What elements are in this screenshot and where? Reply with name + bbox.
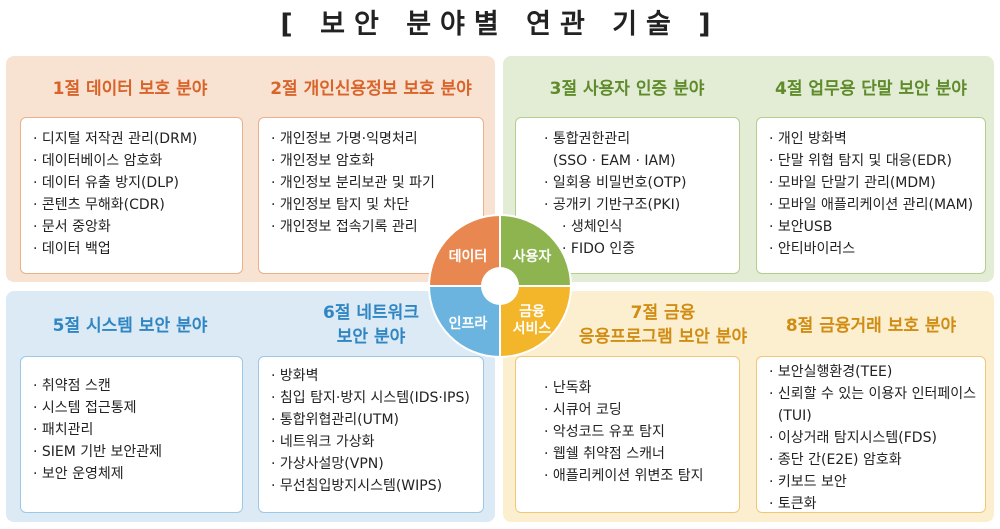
list-item: 시스템 접근통제 (33, 397, 234, 419)
section-1-title: 1절 데이터 보호 분야 (52, 79, 208, 99)
list-item: 악성코드 유포 탐지 (544, 421, 731, 443)
list-item: 개인정보 탐지 및 차단 (271, 194, 475, 216)
list-item: 문서 중앙화 (33, 216, 234, 238)
donut-segment-finance (500, 286, 570, 356)
list-item: 보안USB (769, 216, 977, 238)
list-item: 일회용 비밀번호(OTP) (544, 172, 731, 194)
list-item: 데이터 백업 (33, 238, 234, 260)
list-item: 침입 탐지·방지 시스템(IDS·IPS) (271, 387, 475, 409)
section-4-box: 개인 방화벽 단말 위협 탐지 및 대응(EDR) 모바일 단말기 관리(MDM… (756, 117, 986, 274)
section-2-title: 2절 개인신용정보 보호 분야 (270, 79, 472, 99)
list-item: 키보드 보안 (769, 471, 977, 493)
list-item: 통합위협관리(UTM) (271, 409, 475, 431)
donut-segment-data (430, 216, 500, 286)
list-item: 안티바이러스 (769, 238, 977, 260)
list-item: 네트워크 가상화 (271, 431, 475, 453)
section-8-box: 보안실행환경(TEE) 신뢰할 수 있는 이용자 인터페이스 (TUI) 이상거… (756, 356, 986, 513)
section-6-title-line2: 보안 분야 (336, 327, 406, 347)
list-item: 토큰화 (769, 493, 977, 515)
list-item: 패치관리 (33, 419, 234, 441)
section-7-title: 7절 금융 응용프로그램 보안 분야 (548, 301, 778, 349)
center-label-finance: 금융 서비스 (504, 304, 560, 338)
list-item: 웹쉘 취약점 스캐너 (544, 443, 731, 465)
list-item: 시큐어 코딩 (544, 399, 731, 421)
list-item: 공개키 기반구조(PKI) (544, 194, 731, 216)
center-label-finance-line1: 금융 (519, 304, 545, 320)
section-4-title: 4절 업무용 단말 보안 분야 (775, 79, 967, 99)
list-item: 무선침입방지시스템(WIPS) (271, 475, 475, 497)
section-6-title-line1: 6절 네트워크 (323, 303, 419, 323)
center-donut (428, 214, 572, 358)
list-item: (TUI) (777, 408, 812, 424)
list-item: 개인정보 암호화 (271, 150, 475, 172)
section-5-box: 취약점 스캔 시스템 접근통제 패치관리 SIEM 기반 보안관제 보안 운영체… (20, 356, 243, 513)
section-6-box: 방화벽 침입 탐지·방지 시스템(IDS·IPS) 통합위협관리(UTM) 네트… (258, 356, 484, 513)
list-item: 생체인식 (544, 216, 731, 238)
list-item: 통합권한관리 (544, 128, 731, 150)
list-item: 종단 간(E2E) 암호화 (769, 449, 977, 471)
section-5-title: 5절 시스템 보안 분야 (52, 316, 208, 336)
list-item: (SSO · EAM · IAM) (552, 153, 676, 169)
center-label-user: 사용자 (512, 249, 552, 265)
list-item: 보안실행환경(TEE) (769, 361, 977, 383)
list-item: 데이터 유출 방지(DLP) (33, 172, 234, 194)
section-8-title: 8절 금융거래 보호 분야 (785, 316, 957, 336)
list-item: 디지털 저작권 관리(DRM) (33, 128, 234, 150)
center-label-data: 데이터 (448, 249, 488, 265)
list-item: 모바일 단말기 관리(MDM) (769, 172, 977, 194)
donut-segment-infra (430, 286, 500, 356)
section-6-title: 6절 네트워크 보안 분야 (255, 301, 487, 349)
list-item: 개인 방화벽 (769, 128, 977, 150)
section-7-title-line1: 7절 금융 (630, 303, 696, 323)
list-item: 개인정보 가명·익명처리 (271, 128, 475, 150)
section-7-box: 난독화 시큐어 코딩 악성코드 유포 탐지 웹쉘 취약점 스캐너 애플리케이션 … (515, 356, 740, 513)
list-item: 개인정보 분리보관 및 파기 (271, 172, 475, 194)
section-3-title: 3절 사용자 인증 분야 (549, 79, 705, 99)
center-label-infra: 인프라 (448, 316, 488, 332)
list-item: 애플리케이션 위변조 탐지 (544, 465, 731, 487)
list-item: 단말 위협 탐지 및 대응(EDR) (769, 150, 977, 172)
list-item: FIDO 인증 (544, 238, 731, 260)
list-item: 가상사설망(VPN) (271, 453, 475, 475)
donut-segment-user (500, 216, 570, 286)
section-1-box: 디지털 저작권 관리(DRM) 데이터베이스 암호화 데이터 유출 방지(DLP… (20, 117, 243, 274)
page-title: [ 보안 분야별 연관 기술 ] (280, 9, 720, 40)
list-item: 방화벽 (271, 365, 475, 387)
donut-hole (481, 267, 519, 305)
list-item: 신뢰할 수 있는 이용자 인터페이스 (769, 383, 977, 405)
list-item: 난독화 (544, 377, 731, 399)
list-item: 모바일 애플리케이션 관리(MAM) (769, 194, 977, 216)
list-item: SIEM 기반 보안관제 (33, 441, 234, 463)
list-item: 콘텐츠 무해화(CDR) (33, 194, 234, 216)
list-item: 보안 운영체제 (33, 463, 234, 485)
section-3-box: 통합권한관리 (SSO · EAM · IAM) 일회용 비밀번호(OTP) 공… (515, 117, 740, 274)
list-item: 개인정보 접속기록 관리 (271, 216, 475, 238)
center-label-finance-line2: 서비스 (512, 321, 552, 337)
section-7-title-line2: 응용프로그램 보안 분야 (578, 327, 748, 347)
list-item: 취약점 스캔 (33, 375, 234, 397)
list-item: 데이터베이스 암호화 (33, 150, 234, 172)
list-item: 이상거래 탐지시스템(FDS) (769, 427, 977, 449)
